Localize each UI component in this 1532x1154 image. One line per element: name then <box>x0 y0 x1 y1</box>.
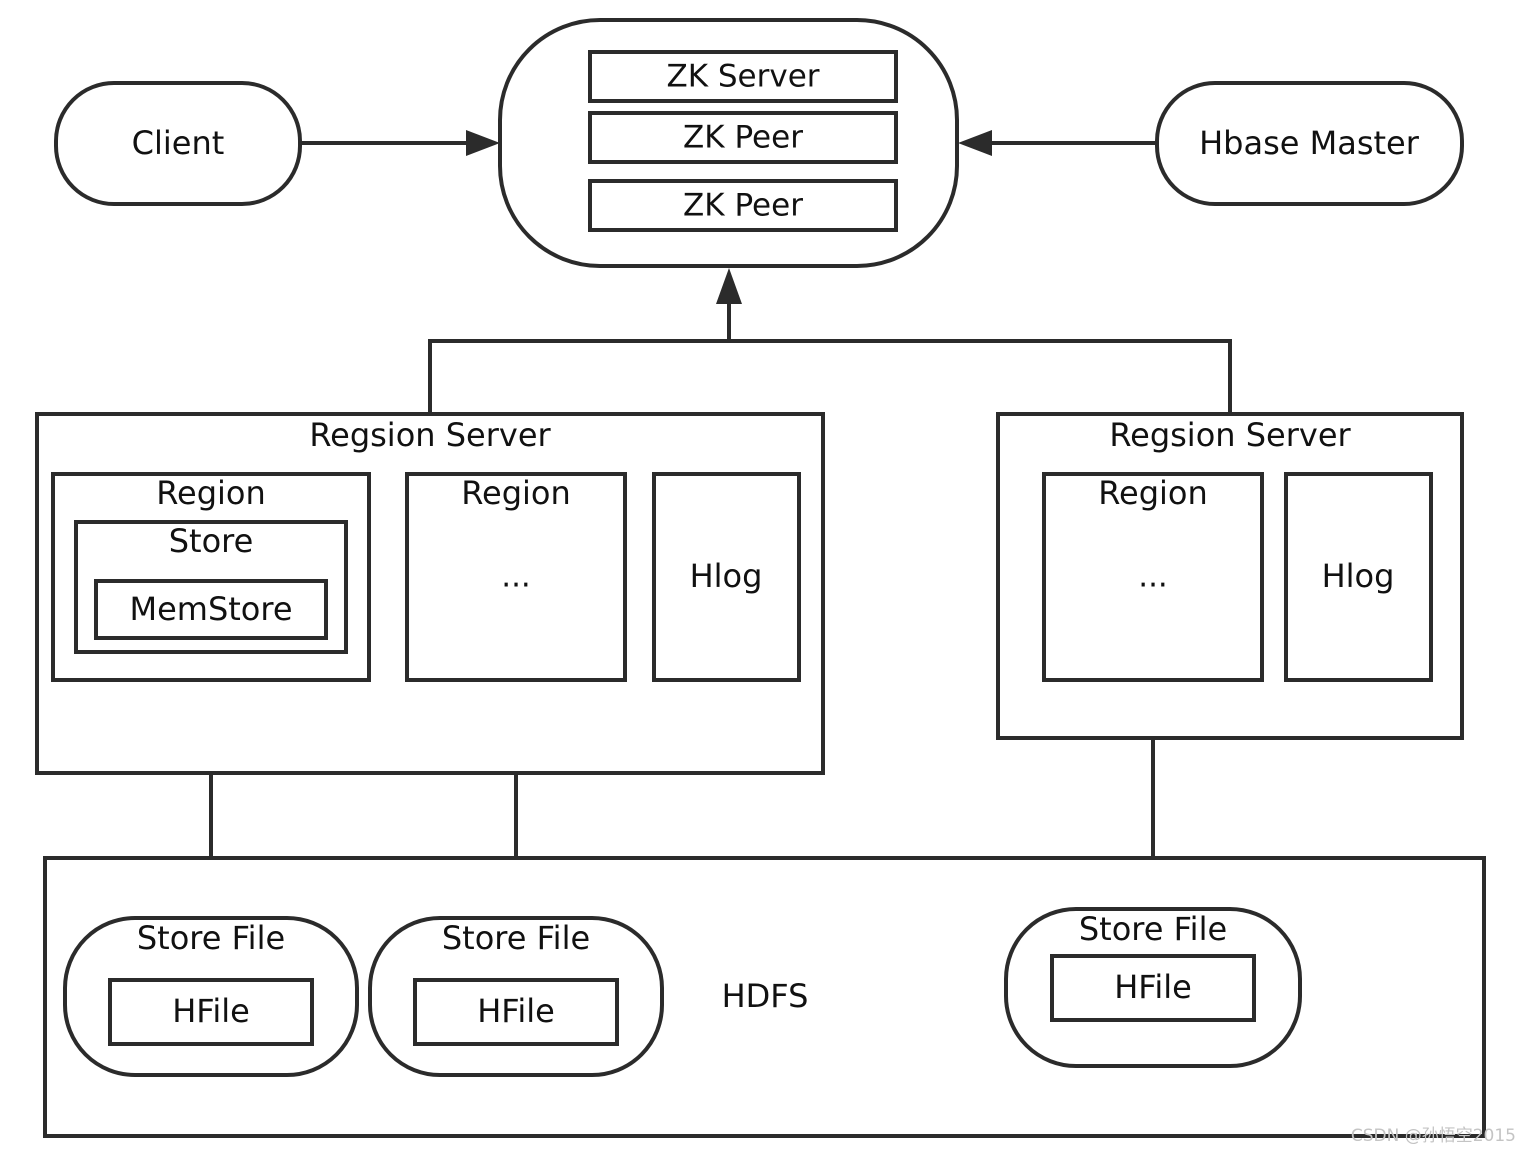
hdfs-label: HDFS <box>722 977 809 1015</box>
region-c: Region ... <box>1042 472 1264 682</box>
hfile-3-box: HFile <box>1050 954 1256 1022</box>
region-a: Region Store MemStore <box>51 472 371 682</box>
memstore-label: MemStore <box>129 590 292 628</box>
zk-server-box: ZK Server <box>588 50 898 103</box>
region-b: Region ... <box>405 472 627 682</box>
hlog-1-label: Hlog <box>690 557 763 595</box>
store-box: Store MemStore <box>74 520 348 654</box>
region-server-2-title: Regsion Server <box>1109 416 1351 454</box>
region-servers-to-zk-connector <box>428 339 1232 414</box>
region-c-title: Region <box>1098 474 1208 512</box>
hfile-2-label: HFile <box>477 992 555 1030</box>
zk-peer-label-2: ZK Peer <box>683 188 803 224</box>
hfile-2-box: HFile <box>413 978 619 1046</box>
client-label: Client <box>132 124 225 162</box>
store-file-1-title: Store File <box>137 919 285 957</box>
client-to-zk-arrowhead <box>466 130 500 156</box>
hfile-3-label: HFile <box>1114 968 1192 1006</box>
client-node: Client <box>54 81 302 206</box>
master-to-zk-arrowhead <box>958 130 992 156</box>
hdfs-container: HDFS Store File HFile Store File HFile S… <box>43 856 1486 1138</box>
zk-peer-box-2: ZK Peer <box>588 179 898 232</box>
watermark: CSDN @孙悟空2015 <box>1351 1126 1516 1146</box>
zookeeper-cluster: ZK Server ZK Peer ZK Peer <box>498 18 959 268</box>
region-server-2: Regsion Server Region ... Hlog <box>996 412 1464 740</box>
hbase-master-label: Hbase Master <box>1199 124 1420 162</box>
region-server-1-title: Regsion Server <box>309 416 551 454</box>
store-file-2: Store File HFile <box>368 916 664 1077</box>
region-server-1: Regsion Server Region Store MemStore Reg… <box>35 412 825 775</box>
store-file-2-title: Store File <box>442 919 590 957</box>
store-file-3: Store File HFile <box>1004 907 1302 1068</box>
region-a-title: Region <box>156 474 266 512</box>
zk-server-label: ZK Server <box>666 59 819 95</box>
zk-peer-box-1: ZK Peer <box>588 111 898 164</box>
region-b-title: Region <box>461 474 571 512</box>
hlog-2-label: Hlog <box>1322 557 1395 595</box>
hlog-1: Hlog <box>652 472 801 682</box>
hlog-2: Hlog <box>1284 472 1433 682</box>
hfile-1-box: HFile <box>108 978 314 1046</box>
hfile-1-label: HFile <box>172 992 250 1030</box>
zk-peer-label-1: ZK Peer <box>683 120 803 156</box>
memstore-box: MemStore <box>94 579 328 640</box>
region-c-ellipsis: ... <box>1138 559 1168 595</box>
region-b-ellipsis: ... <box>501 559 531 595</box>
store-file-3-title: Store File <box>1079 910 1227 948</box>
hbase-master-node: Hbase Master <box>1155 81 1464 206</box>
store-file-1: Store File HFile <box>63 916 359 1077</box>
store-title: Store <box>169 522 254 560</box>
region-servers-to-zk-arrowhead <box>716 268 742 304</box>
